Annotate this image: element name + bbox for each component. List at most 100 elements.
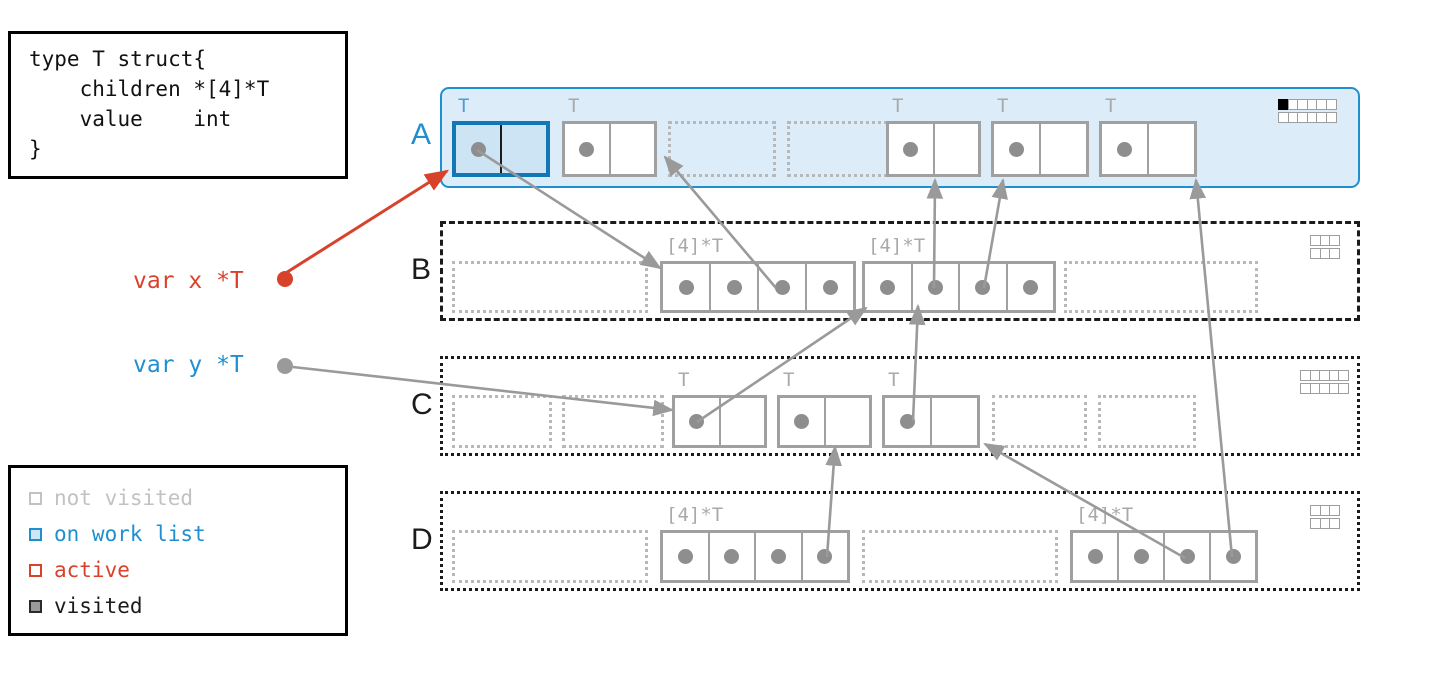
field-cell (608, 124, 655, 174)
bitmap-row (1310, 235, 1340, 246)
pointer-dot-icon (903, 141, 919, 157)
legend-label-not-visited: not visited (54, 486, 194, 510)
field-cell (1005, 264, 1054, 310)
pointer-dot-icon (927, 279, 943, 295)
pointer-dot-icon (1179, 549, 1195, 564)
field-cell (805, 264, 853, 310)
bitmap-cell-clear (1329, 248, 1340, 259)
field-cell (500, 125, 546, 173)
free-slot-d-2 (862, 530, 1058, 583)
struct-object-a-6 (1099, 121, 1197, 177)
mark-bitmap-b (1310, 235, 1340, 259)
field-cell (1147, 124, 1194, 174)
pointer-dot-icon (975, 279, 991, 295)
legend-swatch-active-icon (29, 563, 42, 577)
free-slot-a-2 (668, 121, 776, 177)
bitmap-row (1278, 112, 1337, 123)
struct-object-c-2 (672, 395, 767, 448)
var-y-label: var y *T (133, 352, 244, 378)
type-tag-b-1: [4]*T (666, 235, 724, 257)
type-tag-a-6: T (1105, 95, 1117, 117)
region-label-a: A (411, 118, 432, 151)
field-cell (1117, 533, 1163, 580)
array-object-d-3 (1070, 530, 1258, 583)
legend-box: not visited on work list active visited (8, 465, 348, 636)
field-cell (707, 533, 755, 580)
type-tag-a-0: T (458, 95, 470, 117)
type-tag-a-1: T (568, 95, 580, 117)
struct-object-a-1 (562, 121, 657, 177)
free-slot-d-0 (452, 530, 648, 583)
pointer-dot-icon (1022, 279, 1038, 295)
field-cell (663, 264, 709, 310)
field-cell (1073, 533, 1117, 580)
struct-object-a-5 (991, 121, 1089, 177)
field-cell (994, 124, 1039, 174)
type-tag-c-4: T (888, 369, 900, 391)
pointer-dot-icon (677, 549, 693, 564)
pointer-dot-icon (794, 414, 810, 429)
legend-label-visited: visited (54, 594, 143, 618)
region-label-d: D (411, 523, 433, 556)
pointer-dot-icon (770, 549, 786, 564)
go-struct-definition-box: type T struct{ children *[4]*T value int… (8, 31, 348, 179)
struct-object-c-3 (777, 395, 872, 448)
legend-swatch-visited-icon (29, 599, 42, 613)
field-cell (1163, 533, 1209, 580)
field-cell (930, 398, 977, 445)
field-cell (754, 533, 801, 580)
legend-item-not-visited: not visited (29, 480, 345, 516)
field-cell (565, 124, 609, 174)
field-cell (1209, 533, 1255, 580)
bitmap-cell-clear (1325, 112, 1337, 123)
legend-item-active: active (29, 552, 345, 588)
bitmap-cell-clear (1329, 518, 1340, 529)
legend-swatch-on-work-list-icon (29, 527, 42, 541)
free-slot-c-5 (992, 395, 1087, 448)
pointer-dot-icon (900, 414, 915, 429)
pointer-dot-icon (1087, 549, 1103, 564)
type-tag-a-4: T (892, 95, 904, 117)
var-x-label: var x *T (133, 268, 244, 294)
bitmap-row (1310, 505, 1340, 516)
pointer-dot-icon (1117, 141, 1132, 157)
type-tag-b-2: [4]*T (868, 235, 926, 257)
field-cell (718, 398, 765, 445)
field-cell (865, 264, 911, 310)
legend-swatch-not-visited-icon (29, 491, 42, 505)
type-tag-a-5: T (997, 95, 1009, 117)
bitmap-row (1300, 370, 1349, 381)
bitmap-row (1278, 99, 1337, 110)
field-cell (932, 124, 979, 174)
pointer-dot-icon (726, 279, 742, 295)
free-slot-b-0 (452, 261, 648, 313)
pointer-dot-icon (724, 549, 740, 564)
struct-object-a-4 (886, 121, 981, 177)
free-slot-a-3 (787, 121, 895, 177)
bitmap-cell-clear (1338, 383, 1349, 394)
pointer-dot-icon (774, 279, 790, 295)
legend-item-on-work-list: on work list (29, 516, 345, 552)
type-tag-d-1: [4]*T (666, 504, 724, 526)
type-tag-d-3: [4]*T (1076, 504, 1134, 526)
legend-label-on-work-list: on work list (54, 522, 206, 546)
pointer-dot-icon (1009, 141, 1024, 157)
array-object-b-1 (660, 261, 856, 313)
field-cell (780, 398, 824, 445)
free-slot-c-1 (562, 395, 664, 448)
type-tag-c-2: T (678, 369, 690, 391)
bitmap-row (1310, 248, 1340, 259)
mark-bitmap-c (1300, 370, 1349, 394)
pointer-dot-icon (817, 549, 833, 564)
bitmap-cell-clear (1329, 235, 1340, 246)
array-object-b-2 (862, 261, 1056, 313)
field-cell (823, 398, 870, 445)
field-cell (663, 533, 708, 580)
bitmap-row (1300, 383, 1349, 394)
pointer-dot-icon (579, 141, 595, 157)
field-cell (885, 398, 930, 445)
bitmap-cell-clear (1338, 370, 1349, 381)
field-cell (757, 264, 805, 310)
field-cell (1102, 124, 1147, 174)
pointer-dot-icon (880, 279, 896, 295)
